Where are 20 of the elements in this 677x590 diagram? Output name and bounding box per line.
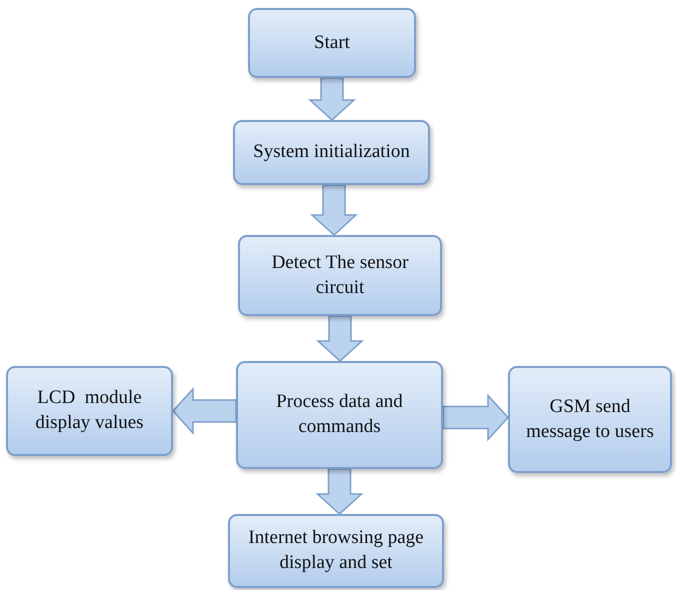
process-box <box>248 8 416 78</box>
block-arrow <box>442 394 510 442</box>
node-label: Internet browsing page display and set <box>247 526 425 575</box>
node-label: GSM send message to users <box>525 394 655 444</box>
process-box <box>238 235 442 316</box>
block-arrow <box>316 468 364 516</box>
process-box <box>228 514 444 588</box>
process-box <box>6 366 173 456</box>
block-arrow <box>172 387 237 435</box>
node-label: LCD module display values <box>34 386 145 435</box>
process-box <box>236 361 443 469</box>
node-label: Detect The sensor circuit <box>270 250 410 300</box>
process-box <box>508 366 672 473</box>
block-arrow <box>316 315 364 362</box>
block-arrow <box>310 184 358 236</box>
node-label: Start <box>314 30 350 55</box>
node-label: Process data and commands <box>275 390 404 439</box>
process-box <box>233 120 430 185</box>
node-label: System initialization <box>253 140 410 164</box>
block-arrow <box>308 77 356 122</box>
